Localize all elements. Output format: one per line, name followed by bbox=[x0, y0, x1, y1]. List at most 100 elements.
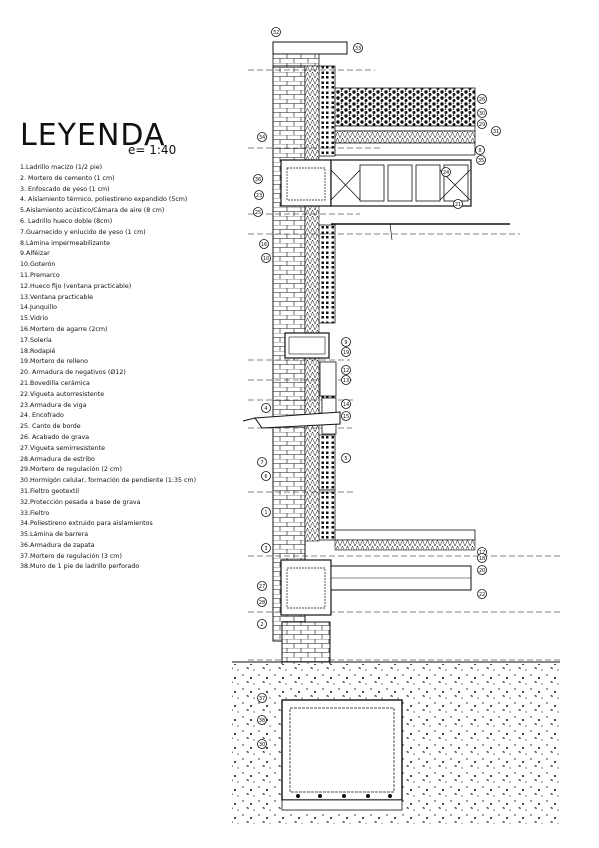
callout-circle bbox=[341, 337, 351, 347]
legend-item: 37.Mortero de regulación (3 cm) bbox=[20, 552, 122, 560]
callout-circle bbox=[257, 457, 267, 467]
callout-circle bbox=[477, 565, 487, 575]
legend-item: 8.Lámina impermeabilizante bbox=[20, 239, 110, 247]
callout-number: 32 bbox=[273, 30, 279, 36]
legend-item: 30.Hormigón celular, formación de pendie… bbox=[20, 477, 197, 485]
legend-item: 33.Fieltro bbox=[20, 509, 50, 517]
callout-circle bbox=[257, 739, 267, 749]
callout-number: 30 bbox=[479, 111, 485, 117]
callout-circle bbox=[257, 619, 267, 629]
callout-circle bbox=[257, 581, 267, 591]
callout-circle bbox=[475, 145, 485, 155]
callout-number: 10 bbox=[263, 256, 269, 262]
callout-number: 34 bbox=[259, 135, 265, 141]
hanger bbox=[389, 223, 393, 241]
callout-number: 8 bbox=[478, 148, 481, 154]
roof-slope-layer bbox=[334, 130, 476, 144]
legend-title: LEYENDA bbox=[20, 118, 166, 153]
callout-number: 19 bbox=[343, 350, 349, 356]
inner-hollow-brick bbox=[318, 224, 336, 324]
callout-number: 17 bbox=[479, 550, 485, 556]
callout-number: 27 bbox=[259, 584, 265, 590]
callout-number: 16 bbox=[261, 242, 267, 248]
callout-circle bbox=[491, 126, 501, 136]
callout-circle bbox=[477, 589, 487, 599]
callout-number: 14 bbox=[343, 402, 349, 408]
legend-item: 17.Solería bbox=[20, 336, 52, 344]
callout-circle bbox=[261, 507, 271, 517]
callout-circle bbox=[271, 27, 281, 37]
inner-hollow-brick bbox=[318, 489, 336, 541]
legend-item: 24. Encofrado bbox=[20, 412, 64, 420]
callout-number: 26 bbox=[479, 97, 485, 103]
callout-number: 36 bbox=[255, 177, 261, 183]
rebar-bar bbox=[366, 794, 370, 798]
callout-circle bbox=[253, 207, 263, 217]
rebar-bar bbox=[388, 794, 392, 798]
callout-number: 1 bbox=[264, 510, 267, 516]
legend-scale: e= 1:40 bbox=[128, 143, 177, 157]
callout-number: 33 bbox=[355, 46, 361, 52]
callout-number: 28 bbox=[259, 600, 265, 606]
legend-item: 16.Mortero de agarre (2cm) bbox=[20, 325, 108, 333]
roof-mortar bbox=[334, 142, 476, 156]
parapet-brick bbox=[272, 53, 320, 67]
rebar-bar bbox=[318, 794, 322, 798]
roof-membrane bbox=[334, 125, 476, 132]
legend-item: 13.Ventana practicable bbox=[20, 293, 93, 301]
legend-item: 10.Goterón bbox=[20, 261, 56, 269]
callout-circle bbox=[341, 399, 351, 409]
lintel-inner bbox=[288, 336, 326, 355]
legend-item: 25. Canto de borde bbox=[20, 423, 81, 431]
legend-item: 15.Vidrio bbox=[20, 315, 49, 323]
callout-circle bbox=[341, 347, 351, 357]
legend-item: 3. Enfoscado de yeso (1 cm) bbox=[20, 185, 110, 193]
legend-item: 26. Acabado de grava bbox=[20, 433, 90, 441]
parapet-coping bbox=[272, 41, 348, 55]
callout-number: 37 bbox=[259, 696, 265, 702]
callout-number: 31 bbox=[493, 129, 499, 135]
callout-circle bbox=[341, 365, 351, 375]
callout-number: 9 bbox=[344, 340, 347, 346]
callout-number: 21 bbox=[455, 202, 461, 208]
callout-circle bbox=[453, 199, 463, 209]
callout-number: 35 bbox=[478, 158, 484, 164]
callout-circle bbox=[257, 132, 267, 142]
callout-circle bbox=[259, 239, 269, 249]
callout-number: 22 bbox=[479, 592, 485, 598]
footing bbox=[281, 699, 403, 801]
sill-drip bbox=[242, 417, 256, 422]
legend-item: 21.Bovedilla cerámica bbox=[20, 379, 90, 387]
legend-item: 14.Junquillo bbox=[20, 304, 57, 312]
callout-number: 13 bbox=[343, 378, 349, 384]
ceramic-vault bbox=[415, 164, 441, 202]
callout-circle bbox=[477, 108, 487, 118]
callout-number: 15 bbox=[343, 414, 349, 420]
callout-circle bbox=[477, 119, 487, 129]
legend-item: 6. Ladrillo hueco doble (8cm) bbox=[20, 217, 113, 225]
legend-list: 1.Ladrillo macizo (1/2 pie)2. Mortero de… bbox=[20, 163, 250, 573]
callout-number: 25 bbox=[255, 210, 261, 216]
callout-number: 4 bbox=[264, 406, 267, 412]
window-frame-top bbox=[319, 361, 337, 397]
legend-item: 34.Poliestireno extruido para aislamient… bbox=[20, 520, 153, 528]
insulation-layer bbox=[304, 65, 320, 542]
legend-item: 22.Vigueta autorresistente bbox=[20, 390, 105, 398]
callout-circle bbox=[261, 253, 271, 263]
rebar-bar bbox=[296, 794, 300, 798]
legend-item: 20. Armadura de negativos (Ø12) bbox=[20, 369, 126, 377]
legend-item: 7.Guarnecido y enlucido de yeso (1 cm) bbox=[20, 228, 146, 236]
beam-rebar-floor bbox=[286, 567, 326, 609]
inner-hollow-brick bbox=[318, 65, 336, 157]
legend-item: 2. Mortero de cemento (1 cm) bbox=[20, 174, 115, 182]
callout-circle bbox=[257, 715, 267, 725]
callout-number: 30 bbox=[259, 742, 265, 748]
callout-circle bbox=[261, 403, 271, 413]
legend-item: 35.Lámina de barrera bbox=[20, 531, 89, 539]
callout-number: 5 bbox=[344, 456, 347, 462]
rebar-bar bbox=[342, 794, 346, 798]
legend-item: 36.Armadura de zapata bbox=[20, 541, 95, 549]
legend-item: 38.Muro de 1 pie de ladrillo perforado bbox=[20, 563, 140, 571]
legend-item: 9.Alféizar bbox=[20, 250, 50, 258]
